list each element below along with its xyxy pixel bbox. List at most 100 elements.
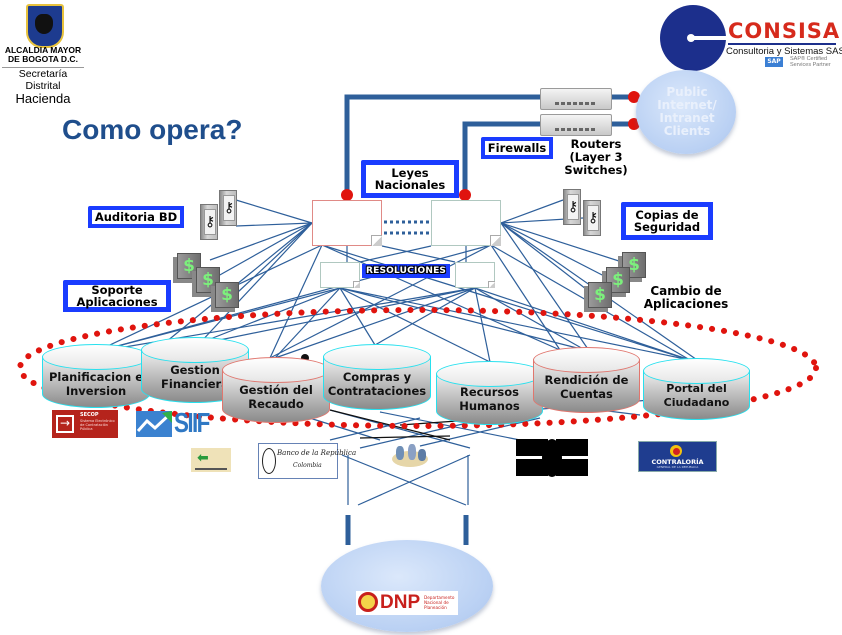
connector-line <box>274 287 341 359</box>
connector-line <box>357 454 471 506</box>
document-node-left <box>312 200 382 246</box>
dollar-server-icon: $ <box>177 253 201 279</box>
db-line2: Ciudadano <box>663 396 730 409</box>
resolution-doc-right <box>455 262 495 288</box>
dnp-subtext: Departamento Nacional de Planeación <box>424 595 455 610</box>
page-fold-icon <box>488 281 495 288</box>
banco-country: Colombia <box>293 462 322 469</box>
db-line2: Humanos <box>459 399 520 413</box>
page-fold-icon <box>371 235 382 246</box>
firewalls-label: Firewalls <box>481 137 553 159</box>
siif-chart-icon <box>136 411 172 437</box>
soporte-aplicaciones-label: Soporte Aplicaciones <box>63 280 171 312</box>
dnp-cloud <box>321 540 493 632</box>
sap-badge: SAP <box>765 57 783 67</box>
eagle-icon <box>35 14 53 34</box>
connector-line <box>381 245 456 263</box>
page-fold-icon <box>490 235 501 246</box>
institution-black-logo <box>516 439 588 477</box>
copias-seguridad-label: Copias de Seguridad <box>621 202 713 240</box>
db-line1: Gestion <box>170 363 220 377</box>
alcaldia-label: ALCALDIA MAYOR DE BOGOTA D.C. <box>0 46 86 64</box>
cambio-aplicaciones-label: Cambio de Aplicaciones <box>636 285 736 311</box>
consisa-circle-line <box>690 36 732 40</box>
cloud-line3: Intranet <box>659 111 715 125</box>
connector-line <box>274 287 476 359</box>
connector-line <box>209 222 313 261</box>
leyes-line2: Nacionales <box>374 178 446 192</box>
sap-line2: Services Partner <box>790 62 831 68</box>
connector-line <box>341 454 467 506</box>
copias-line1: Copias de <box>635 208 699 222</box>
sap-certified-text: SAP® Certified Services Partner <box>790 56 831 68</box>
sap-line1: SAP® Certified <box>790 56 828 62</box>
soporte-line2: Aplicaciones <box>76 295 158 309</box>
cambio-line1: Cambio de <box>650 284 722 298</box>
connector-line <box>474 287 691 361</box>
consisa-underline <box>728 43 836 45</box>
contraloria-text: CONTRALORÍA <box>651 458 704 466</box>
connector-line <box>339 287 491 363</box>
siif-logo: SIIF <box>136 407 218 439</box>
cloud-line4: Clients <box>663 124 711 138</box>
cloud-line2: Internet/ <box>657 98 717 112</box>
dollar-icon: $ <box>628 255 640 275</box>
auditoria-bd-label: Auditoria BD <box>88 206 184 228</box>
db-line1: Portal del <box>666 382 727 395</box>
connector-line <box>269 244 492 359</box>
header-divider <box>2 67 84 68</box>
connector-line <box>94 244 492 353</box>
connector-line <box>339 287 376 346</box>
siif-text: SIIF <box>174 407 210 438</box>
routers-label: Routers (Layer 3 Switches) <box>560 138 632 177</box>
contraloria-emblem-icon <box>670 445 682 457</box>
consisa-brand: CONSISA <box>728 19 841 43</box>
link-left-doc-to-router-top <box>344 94 565 192</box>
public-internet-cloud <box>636 70 736 154</box>
db-line2: Contrataciones <box>327 384 427 398</box>
secretaria-label: Secretaría Distrital Hacienda <box>0 68 86 106</box>
logo-caption <box>195 468 227 470</box>
key-server-icon: ⚷ <box>583 200 601 236</box>
secop-arrow-icon: → <box>56 415 74 433</box>
dnp-logo: DNP Departamento Nacional de Planeación <box>356 591 458 615</box>
leyes-nacionales-label: Leyes Nacionales <box>361 160 459 198</box>
dept-line1: Secretaría Distrital <box>18 68 68 92</box>
colombia-seal-icon <box>358 592 378 612</box>
colombia-agency-logo: ⬅ <box>191 448 231 472</box>
dollar-icon: $ <box>612 270 624 290</box>
db-line1: Recursos <box>460 385 519 399</box>
connector-line <box>197 222 313 346</box>
cloud-label: Public Internet/ Intranet Clients <box>644 86 730 138</box>
contraloria-logo: CONTRALORÍA GENERAL DE LA REPÚBLICA <box>638 441 717 472</box>
endpoint-dot <box>459 189 471 201</box>
routers-line2: (Layer 3 <box>569 150 623 164</box>
banco-name: Banco de la República <box>277 449 357 457</box>
org-line1: ALCALDIA MAYOR <box>4 45 82 55</box>
copias-line2: Seguridad <box>633 220 701 234</box>
connector-line <box>419 417 541 447</box>
connector-line <box>217 222 313 277</box>
secop-title: SECOP <box>80 412 99 418</box>
connector-line <box>237 222 313 293</box>
people-clipart <box>388 443 432 469</box>
routers-line1: Routers <box>570 137 622 151</box>
key-server-icon: ⚷ <box>219 190 237 226</box>
page-fold-icon <box>353 281 360 288</box>
db-line1: Planificacion e <box>48 370 143 384</box>
secop-logo: → SECOP Sistema Electrónico de Contratac… <box>52 410 118 438</box>
dollar-server-icon: $ <box>215 282 239 308</box>
dollar-icon: $ <box>183 256 195 276</box>
consisa-tagline: Consultoria y Sistemas SAS <box>726 46 842 57</box>
dept-line2: Hacienda <box>15 91 71 106</box>
resoluciones-label: RESOLUCIONES <box>362 264 451 278</box>
bogota-shield-logo <box>26 4 64 48</box>
soporte-line1: Soporte <box>91 283 143 297</box>
dollar-icon: $ <box>221 285 233 305</box>
leyes-line1: Leyes <box>391 166 429 180</box>
